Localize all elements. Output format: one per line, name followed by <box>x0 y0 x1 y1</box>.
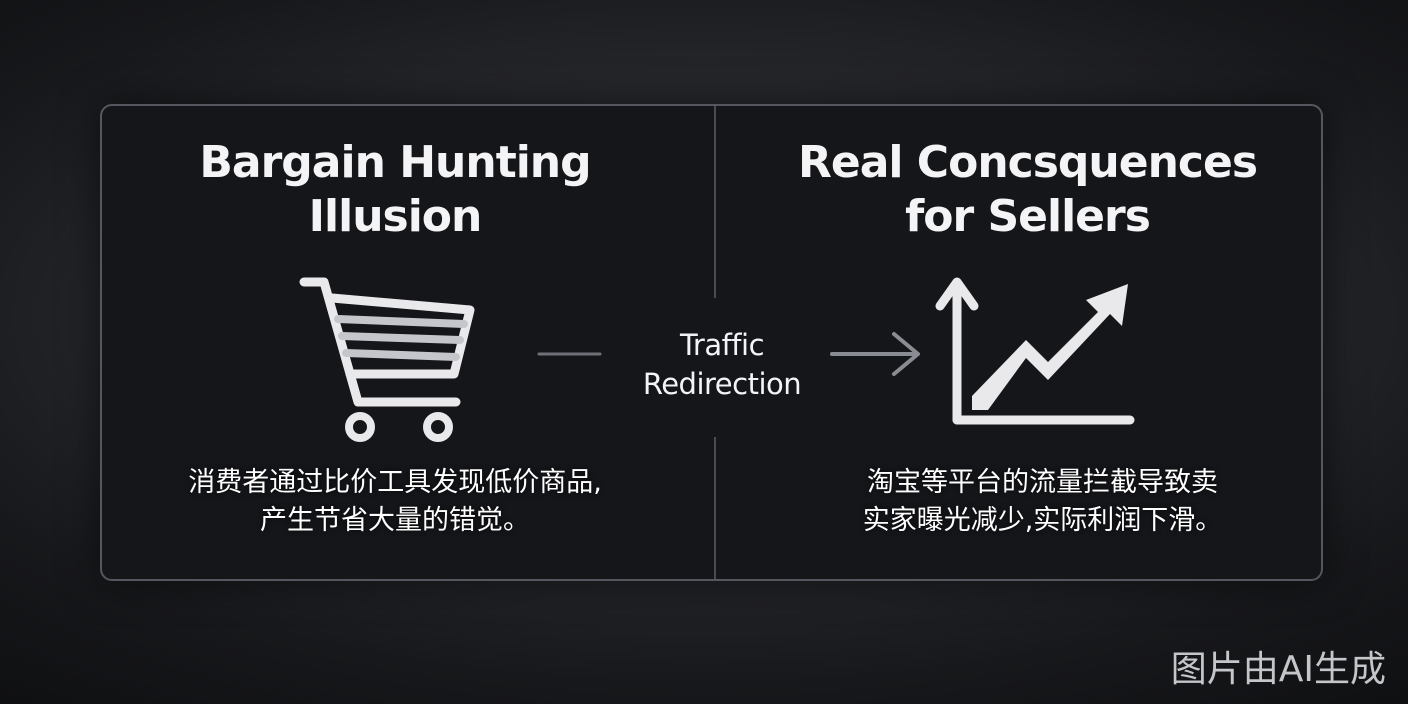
left-description: 消费者通过比价工具发现低价商品, 产生节省大量的错觉。 <box>120 464 670 540</box>
trending-up-chart-icon <box>935 277 1135 425</box>
shopping-cart-icon <box>299 277 475 442</box>
center-divider-bottom <box>714 437 716 579</box>
middle-label-line-2: Redirection <box>642 367 802 401</box>
ai-generated-watermark: 图片由AI生成 <box>1170 649 1386 690</box>
left-description-line-2: 产生节省大量的错觉。 <box>260 505 530 536</box>
middle-label-line-1: Traffic <box>679 328 765 362</box>
left-title-line-1: Bargain Hunting <box>199 137 591 188</box>
traffic-redirection-label: Traffic Redirection <box>612 326 832 404</box>
right-title-line-1: Real Concsquences <box>797 137 1258 188</box>
right-title: Real Concsquences for Sellers <box>730 136 1325 244</box>
connector-line <box>537 352 602 356</box>
left-description-line-1: 消费者通过比价工具发现低价商品, <box>188 467 602 498</box>
right-description-line-2: 实家曝光减少,实际利润下滑。 <box>862 505 1223 536</box>
left-title: Bargain Hunting Illusion <box>120 136 670 244</box>
center-divider-top <box>714 106 716 298</box>
right-description: 淘宝等平台的流量拦截导致卖 实家曝光减少,实际利润下滑。 <box>745 464 1340 540</box>
left-title-line-2: Illusion <box>308 191 483 242</box>
diagram-panel <box>100 104 1323 581</box>
arrow-right-icon <box>830 332 920 376</box>
right-title-line-2: for Sellers <box>905 191 1151 242</box>
right-description-line-1: 淘宝等平台的流量拦截导致卖 <box>867 467 1218 498</box>
